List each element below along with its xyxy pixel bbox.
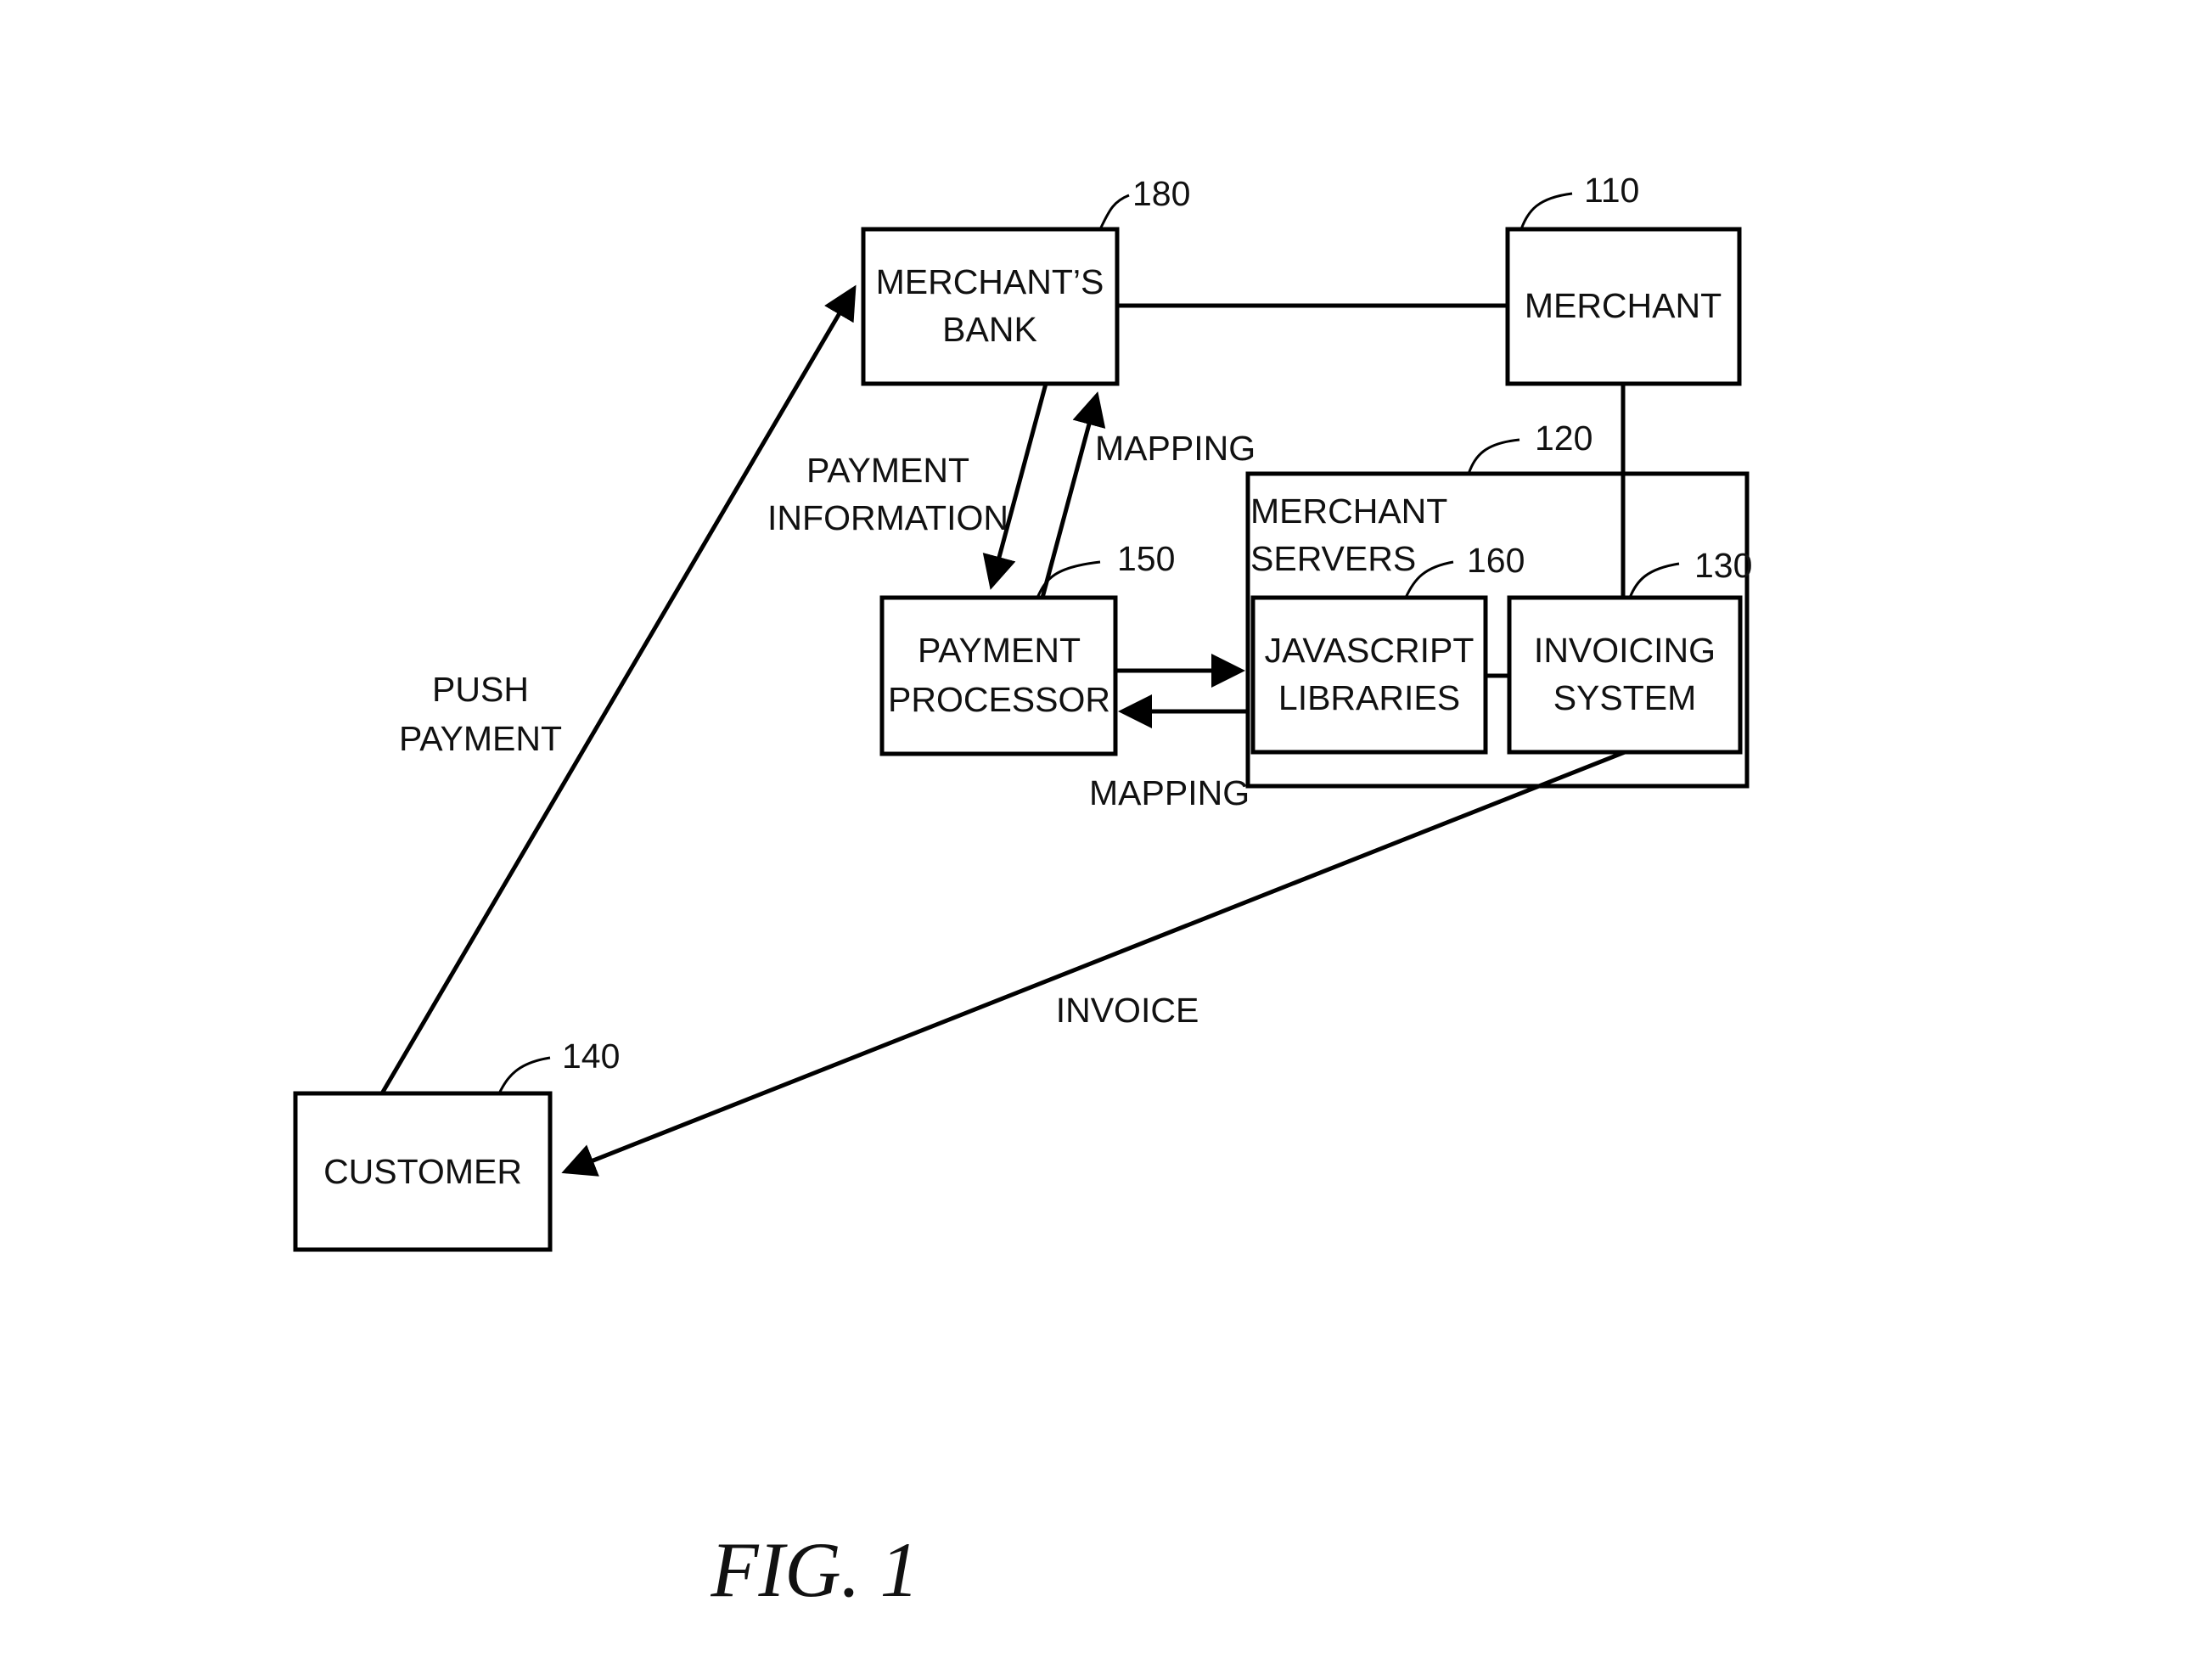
merchant-label: MERCHANT <box>1525 286 1722 325</box>
push-payment-arrow <box>379 284 857 1095</box>
merchants-bank-label-line2: BANK <box>942 310 1037 349</box>
merchants-bank-box <box>861 227 1120 386</box>
payment-information-label-line1: PAYMENT <box>806 451 969 490</box>
push-payment-label-line2: PAYMENT <box>399 719 562 758</box>
payment-processor-ref-leader <box>1036 560 1101 598</box>
javascript-libraries-label-line1: JAVASCRIPT <box>1265 631 1475 670</box>
customer-ref-number: 140 <box>562 1037 620 1076</box>
figure-caption: FIG. 1 <box>710 1526 918 1613</box>
payment-processor-ref-number: 150 <box>1117 539 1175 578</box>
merchant-servers-box <box>1245 471 1750 789</box>
merchants-bank-node: MERCHANT’S BANK 180 <box>861 174 1190 386</box>
customer-node: CUSTOMER 140 <box>293 1037 620 1252</box>
javascript-libraries-label-line2: LIBRARIES <box>1278 678 1460 717</box>
payment-information-label-line2: INFORMATION <box>767 498 1008 537</box>
javascript-libraries-box <box>1250 595 1488 755</box>
invoicing-system-ref-leader <box>1628 562 1680 598</box>
customer-box <box>293 1091 553 1252</box>
javascript-libraries-ref-leader <box>1404 560 1454 598</box>
invoicing-system-label-line2: SYSTEM <box>1553 678 1697 717</box>
merchant-servers-ref-number: 120 <box>1535 419 1593 458</box>
merchants-bank-ref-number: 180 <box>1132 174 1190 213</box>
payment-information-arrow <box>982 383 1048 590</box>
payment-processor-label-line1: PAYMENT <box>918 631 1081 670</box>
merchant-servers-ref-leader <box>1467 438 1520 475</box>
invoicing-system-label-line1: INVOICING <box>1534 631 1716 670</box>
customer-label: CUSTOMER <box>323 1152 522 1191</box>
invoicing-system-node: INVOICING SYSTEM 130 <box>1507 546 1752 755</box>
customer-ref-leader <box>497 1056 551 1094</box>
invoicing-system-box <box>1507 595 1743 755</box>
invoicing-system-ref-number: 130 <box>1694 546 1752 585</box>
push-payment-label-line1: PUSH <box>432 670 529 709</box>
javascript-libraries-ref-number: 160 <box>1467 541 1525 580</box>
mapping-label-top: MAPPING <box>1095 429 1255 468</box>
merchants-bank-ref-leader <box>1098 194 1130 230</box>
mapping-to-bank-arrow <box>1040 391 1106 598</box>
merchants-bank-label-line1: MERCHANT’S <box>876 262 1104 301</box>
merchant-ref-leader <box>1519 192 1573 230</box>
payment-processor-label-line2: PROCESSOR <box>888 680 1110 719</box>
payment-processor-box <box>879 595 1118 756</box>
merchant-box <box>1505 227 1742 386</box>
invoice-label: INVOICE <box>1056 991 1199 1030</box>
merchant-servers-group: MERCHANT SERVERS 120 <box>1245 419 1750 789</box>
invoice-arrow <box>561 750 1626 1177</box>
payment-processor-node: PAYMENT PROCESSOR 150 <box>879 539 1175 756</box>
merchant-ref-number: 110 <box>1584 171 1639 210</box>
javascript-libraries-node: JAVASCRIPT LIBRARIES 160 <box>1250 541 1525 755</box>
mapping-label-bottom: MAPPING <box>1089 773 1250 812</box>
merchant-servers-label-line2: SERVERS <box>1250 539 1416 578</box>
merchant-node: MERCHANT 110 <box>1505 171 1742 386</box>
merchant-servers-label-line1: MERCHANT <box>1250 492 1447 531</box>
